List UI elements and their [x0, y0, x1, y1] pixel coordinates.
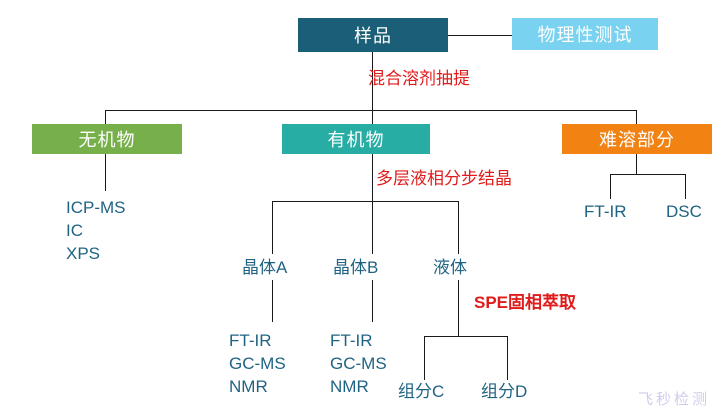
connector-drop-component-d: [507, 336, 508, 380]
connector-insoluble-split-bar: [610, 174, 685, 175]
box-physical-test[interactable]: 物理性测试: [512, 18, 658, 50]
connector-liquid-down: [458, 280, 459, 336]
connector-crystal-a-to-methods: [272, 280, 273, 322]
leaf-insoluble-method-ftir: FT-IR: [584, 202, 627, 221]
connector-main-branch-bar: [105, 110, 636, 111]
box-organic-label: 有机物: [327, 130, 385, 150]
box-organic[interactable]: 有机物: [282, 124, 430, 154]
connector-drop-component-c: [424, 336, 425, 380]
connector-drop-crystal-a: [272, 201, 273, 254]
watermark: 飞秒检测: [638, 391, 711, 408]
box-sample-label: 样品: [354, 26, 392, 46]
connector-drop-liquid: [458, 201, 459, 254]
connector-drop-organic: [372, 110, 373, 124]
leaf-crystal-b-method-nmr: NMR: [330, 377, 369, 396]
connector-sample-to-physical: [448, 35, 512, 36]
leaf-crystal-a-method-nmr: NMR: [229, 377, 268, 396]
leaf-insoluble-method-dsc: DSC: [666, 202, 702, 221]
connector-liquid-split-bar: [424, 336, 507, 337]
leaf-inorganic-method-ic: IC: [66, 221, 83, 240]
connector-inorganic-to-methods: [105, 153, 106, 191]
leaf-crystal-a-method-ftir: FT-IR: [229, 331, 272, 350]
connector-insoluble-down: [636, 153, 637, 174]
box-inorganic-label: 无机物: [78, 130, 136, 150]
annotation-mixed-solvent-extraction: 混合溶剂抽提: [368, 69, 470, 88]
connector-insoluble-ftir: [610, 174, 611, 199]
node-component-c: 组分C: [398, 382, 445, 401]
box-insoluble-label: 难溶部分: [599, 130, 675, 150]
leaf-crystal-a-method-gcms: GC-MS: [229, 354, 286, 373]
leaf-crystal-b-method-gcms: GC-MS: [330, 354, 387, 373]
annotation-spe-extraction: SPE固相萃取: [474, 293, 577, 312]
leaf-crystal-b-method-ftir: FT-IR: [330, 331, 373, 350]
connector-organic-split-bar: [272, 201, 459, 202]
box-insoluble[interactable]: 难溶部分: [562, 124, 712, 154]
connector-drop-inorganic: [105, 110, 106, 124]
connector-drop-crystal-b: [372, 201, 373, 254]
connector-sample-down: [372, 52, 373, 110]
annotation-multilayer-crystallization: 多层液相分步结晶: [376, 169, 512, 188]
node-crystal-b: 晶体B: [333, 258, 379, 277]
connector-drop-insoluble: [636, 110, 637, 124]
leaf-inorganic-method-icpms: ICP-MS: [66, 198, 126, 217]
box-physical-test-label: 物理性测试: [537, 25, 633, 45]
node-crystal-a: 晶体A: [242, 258, 288, 277]
leaf-inorganic-method-xps: XPS: [66, 244, 101, 263]
connector-organic-down: [372, 153, 373, 201]
box-inorganic[interactable]: 无机物: [32, 124, 182, 154]
box-sample[interactable]: 样品: [298, 18, 448, 52]
node-liquid: 液体: [433, 258, 467, 277]
connector-crystal-b-to-methods: [372, 280, 373, 322]
connector-insoluble-dsc: [685, 174, 686, 199]
node-component-d: 组分D: [481, 382, 528, 401]
